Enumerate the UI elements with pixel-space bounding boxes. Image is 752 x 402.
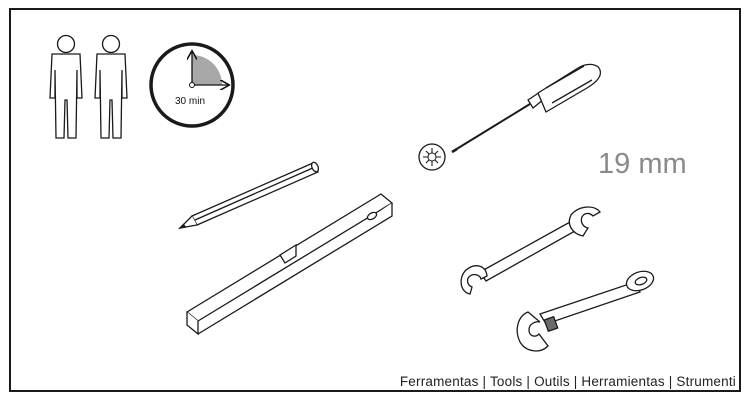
pencil-icon (178, 161, 320, 229)
clock-icon: 30 min (149, 42, 235, 128)
tools-caption: Ferramentas | Tools | Outils | Herramien… (399, 374, 736, 389)
spirit-level-icon (185, 193, 394, 336)
wrench-size-label: 19 mm (598, 148, 687, 180)
clock-time-label: 30 min (175, 96, 205, 107)
person-icon (94, 34, 128, 139)
adjustable-wrench-icon (516, 270, 655, 352)
person-icon (49, 34, 83, 139)
screwdriver-icon (451, 63, 602, 154)
phillips-tip-icon (418, 143, 446, 171)
open-end-wrench-icon (460, 206, 601, 295)
